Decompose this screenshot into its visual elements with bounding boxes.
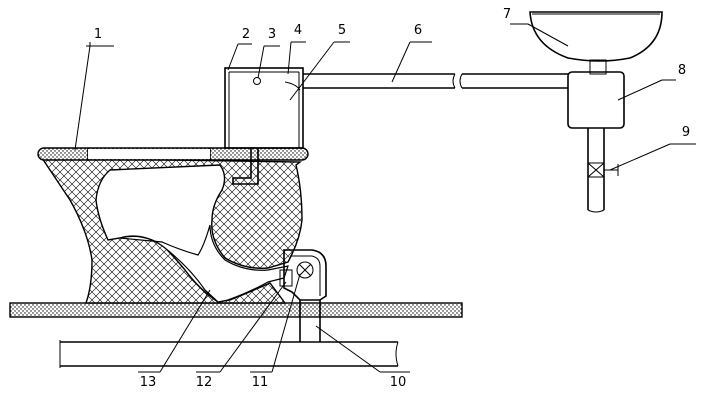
basin-drain-neck — [589, 59, 607, 75]
seal-ring — [279, 269, 293, 287]
wash-basin — [529, 11, 663, 62]
label-12: 12 — [196, 375, 213, 390]
water-tank — [224, 67, 304, 149]
trap-channel — [119, 224, 289, 303]
flush-pipe — [232, 148, 259, 185]
label-1: 1 — [94, 27, 102, 42]
check-valve — [296, 261, 314, 279]
shutoff-valve — [587, 162, 619, 178]
label-8: 8 — [678, 63, 686, 78]
label-13: 13 — [140, 375, 157, 390]
label-3: 3 — [268, 27, 276, 42]
collection-box — [567, 71, 625, 129]
label-10: 10 — [390, 375, 407, 390]
floor-slab — [9, 302, 463, 318]
label-9: 9 — [682, 125, 690, 140]
label-4: 4 — [294, 23, 302, 38]
toilet-body — [40, 157, 303, 304]
drain-main-pipe — [59, 340, 399, 368]
label-11: 11 — [252, 375, 269, 390]
label-2: 2 — [242, 27, 250, 42]
tank-valve-dot — [253, 77, 261, 85]
label-6: 6 — [414, 23, 422, 38]
label-7: 7 — [503, 7, 511, 22]
supply-pipe — [303, 73, 568, 89]
floor-drain-connector — [283, 249, 327, 342]
leader-lines — [74, 23, 696, 373]
label-5: 5 — [338, 23, 346, 38]
